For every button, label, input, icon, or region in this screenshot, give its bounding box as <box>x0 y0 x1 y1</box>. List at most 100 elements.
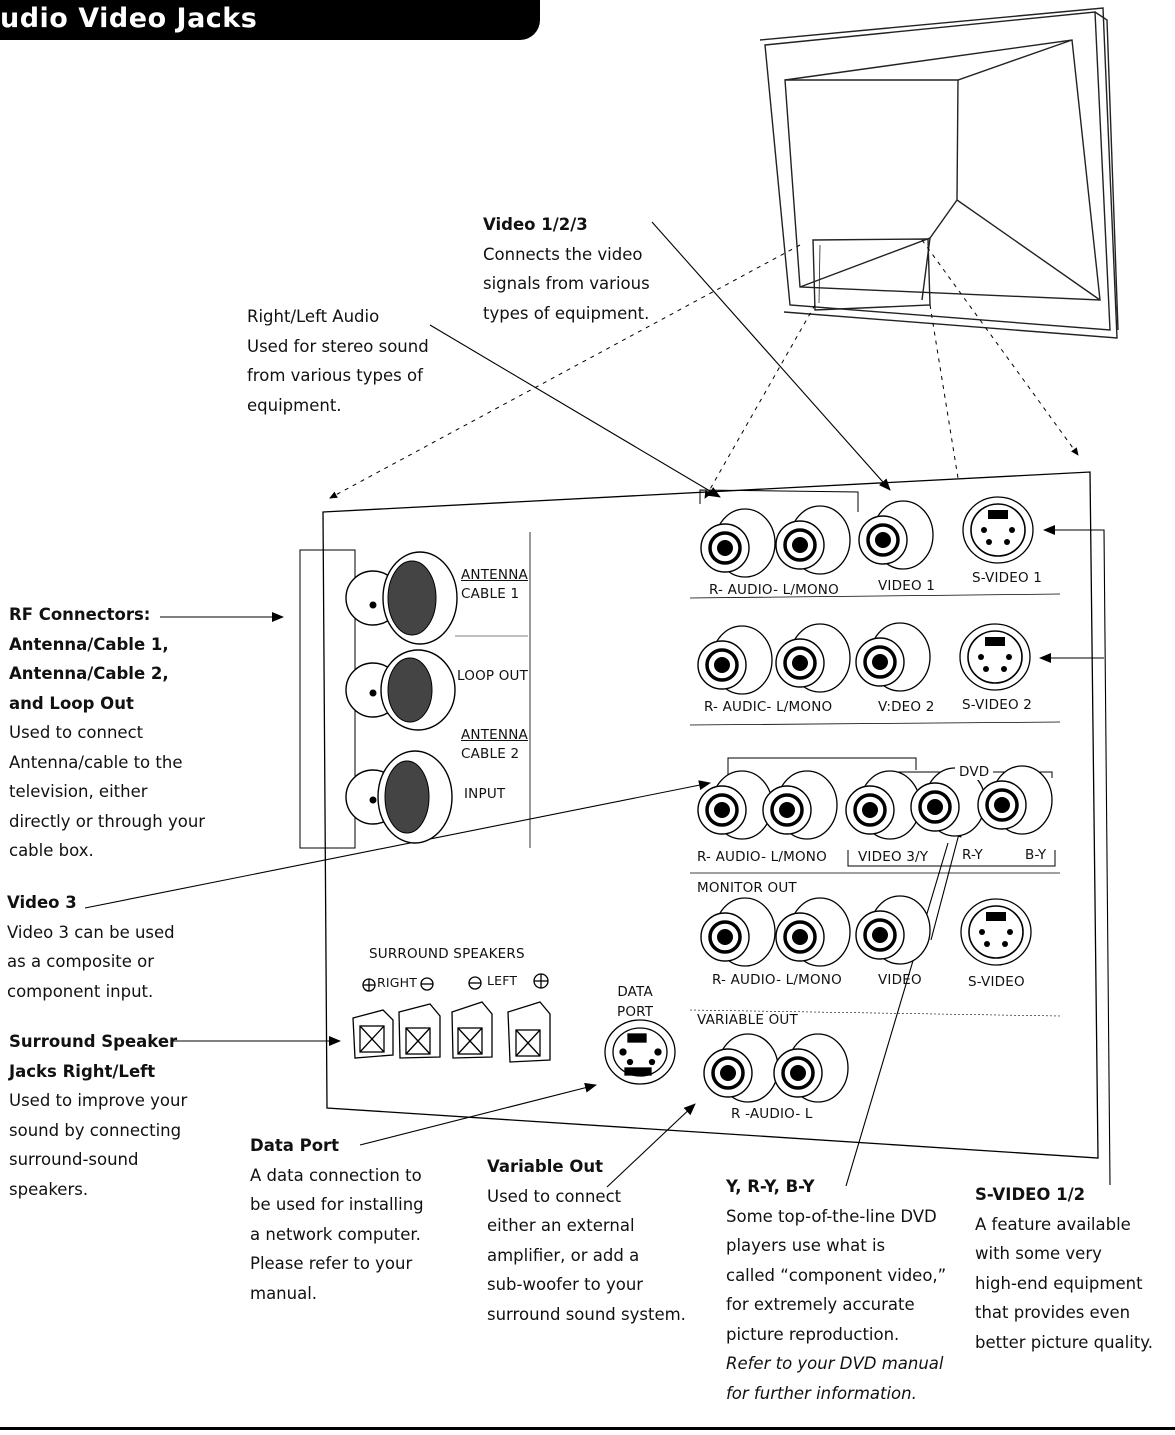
callout-right-left-audio-line: Right/Left Audio <box>247 307 380 326</box>
antenna-cable1-label: ANTENNA CABLE 1 <box>461 566 528 604</box>
callout-video-1-2-3-line: types of equipment. <box>483 303 650 323</box>
loop-out-label: LOOP OUT <box>457 668 529 684</box>
data-port-label: DATA PORT <box>617 982 653 1022</box>
callout-y-ry-by-line: for extremely accurate <box>726 1295 915 1314</box>
callout-y-ry-by-line: Some top-of-the-line DVD <box>726 1206 937 1226</box>
row2-video-jack <box>855 622 931 692</box>
row2-svideo-label: S-VIDEO 2 <box>962 697 1033 713</box>
callout-rf-title-line: Antenna/Cable 2, <box>9 664 169 683</box>
callout-variable-out: Variable Out Used to connect either an e… <box>487 1152 686 1329</box>
callout-variable-out-line: amplifier, or add a <box>487 1245 640 1265</box>
monitor-out-audio-l-jack <box>775 897 851 967</box>
callout-video-1-2-3-title: Video 1/2/3 <box>483 215 588 234</box>
row3-by-jack <box>977 765 1053 835</box>
callout-rf-line: directly or through your <box>9 811 206 831</box>
row3-audio-r-jack <box>697 770 773 840</box>
callout-rf-line: Antenna/cable to the <box>9 752 183 772</box>
projection-lines <box>329 239 1079 499</box>
monitor-out-title: MONITOR OUT <box>697 880 797 896</box>
data-port-label-line1: DATA <box>617 984 653 1000</box>
callout-video-1-2-3: Video 1/2/3 Connects the video signals f… <box>483 210 650 328</box>
callout-surround-line: sound by connecting <box>9 1120 182 1140</box>
svideo-jacks <box>959 496 1034 966</box>
loop-out-connector <box>345 649 456 731</box>
rca-jacks <box>697 500 1053 1103</box>
callout-variable-out-line: surround sound system. <box>487 1304 686 1324</box>
surround-right-label: RIGHT <box>377 975 418 990</box>
callout-s-video-1-2: S-VIDEO 1/2 A feature available with som… <box>975 1180 1153 1357</box>
row1-audio-label: R- AUDIO- L/MONO <box>709 582 839 598</box>
callout-variable-out-line: Used to connect <box>487 1186 622 1206</box>
data-port-connector <box>604 1019 676 1085</box>
surround-left-label: LEFT <box>487 973 518 988</box>
callout-s-video-line: with some very <box>975 1244 1102 1263</box>
antenna-cable1-connector <box>345 551 458 645</box>
callout-data-port-title: Data Port <box>250 1136 340 1155</box>
footer-rule <box>0 1427 1175 1430</box>
callout-variable-out-line: either an external <box>487 1216 635 1235</box>
callout-rf-line: television, either <box>9 782 148 801</box>
callout-rf-line: cable box. <box>9 841 94 860</box>
callout-surround-line: Used to improve your <box>9 1091 188 1110</box>
callout-variable-out-line: sub-woofer to your <box>487 1275 644 1294</box>
section-header-bar: udio Video Jacks <box>0 0 540 40</box>
leader-lines <box>84 221 1111 1188</box>
callout-s-video-line: better picture quality. <box>975 1332 1153 1352</box>
speaker-terminals <box>352 973 551 1063</box>
antenna-cable1-label-line1: ANTENNA <box>461 567 528 583</box>
callout-s-video-title: S-VIDEO 1/2 <box>975 1185 1086 1204</box>
callout-s-video-line: A feature available <box>975 1214 1131 1234</box>
callout-y-ry-by-line: picture reproduction. <box>726 1324 900 1344</box>
callout-video-3-line: as a composite or <box>7 952 155 971</box>
callout-right-left-audio: Right/Left Audio Used for stereo sound f… <box>247 302 429 420</box>
row2-audio-label: R- AUDIC- L/MONO <box>704 699 833 715</box>
row3-audio-l-jack <box>762 770 838 840</box>
callout-data-port-line: A data connection to <box>250 1165 422 1185</box>
speaker-terminal-left-minus <box>451 1001 493 1059</box>
callout-y-ry-by-line: players use what is <box>726 1236 886 1255</box>
callout-surround-speaker: Surround Speaker Jacks Right/Left Used t… <box>9 1027 187 1204</box>
row3-audio-label: R- AUDIO- L/MONO <box>697 849 827 865</box>
monitor-out-audio-r-jack <box>700 897 776 967</box>
antenna-cable2-label-line2: CABLE 2 <box>461 746 520 762</box>
callout-video-1-2-3-line: signals from various <box>483 274 650 293</box>
dvd-label: DVD <box>955 764 994 780</box>
svideo-2-jack <box>959 623 1031 691</box>
callout-rf-title-line: Antenna/Cable 1, <box>9 634 169 654</box>
surround-polarity-icons <box>362 973 549 992</box>
callout-data-port-line: manual. <box>250 1283 318 1303</box>
callout-data-port: Data Port A data connection to be used f… <box>250 1131 424 1308</box>
monitor-out-video-jack <box>855 895 931 965</box>
callout-rf-line: Used to connect <box>9 723 144 742</box>
row2-audio-l-jack <box>775 623 851 693</box>
antenna-cable2-label-line1: ANTENNA <box>461 727 528 743</box>
row3-video-label: VIDEO 3/Y <box>858 849 929 865</box>
speaker-terminal-right-plus <box>352 1009 394 1059</box>
monitor-out-audio-label: R- AUDIO- L/MONO <box>712 972 842 988</box>
speaker-terminal-left-plus <box>507 1001 551 1063</box>
speaker-terminal-right-minus <box>398 1003 441 1059</box>
row1-audio-l-jack <box>775 505 851 575</box>
callout-rf-title-line: and Loop Out <box>9 693 134 713</box>
variable-out-audio-label: R -AUDIO- L <box>731 1106 813 1122</box>
rf-connectors <box>345 551 458 844</box>
antenna-cable2-label: ANTENNA CABLE 2 <box>461 726 528 764</box>
row1-audio-r-jack <box>700 508 776 578</box>
variable-out-audio-r-jack <box>703 1033 779 1103</box>
callout-s-video-line: that provides even <box>975 1303 1131 1322</box>
callout-video-1-2-3-line: Connects the video <box>483 244 643 264</box>
row2-video-label: V:DEO 2 <box>878 699 935 715</box>
callout-video-3: Video 3 Video 3 can be used as a composi… <box>7 888 175 1006</box>
callout-right-left-audio-line: from various types of <box>247 366 423 385</box>
callout-rf-title-line: RF Connectors: <box>9 605 151 624</box>
input-connector <box>345 750 453 844</box>
svideo-1-jack <box>962 496 1034 564</box>
callout-right-left-audio-line: Used for stereo sound <box>247 336 429 356</box>
callout-surround-line: speakers. <box>9 1179 89 1199</box>
callout-surround-title-line: Jacks Right/Left <box>9 1061 156 1081</box>
row3-video-y-jack <box>845 770 921 840</box>
input-label: INPUT <box>464 786 506 802</box>
callout-video-3-line: component input. <box>7 981 154 1001</box>
callout-data-port-line: Please refer to your <box>250 1254 413 1273</box>
